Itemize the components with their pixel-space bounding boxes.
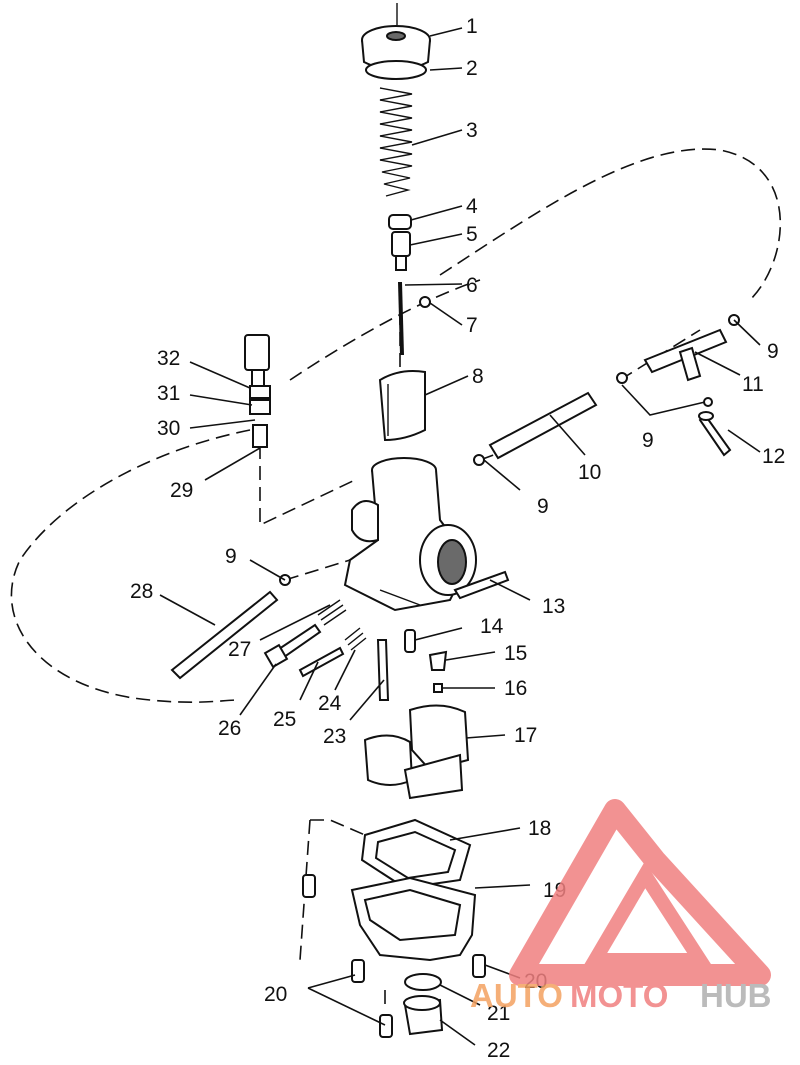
callout-26: 26 (218, 717, 241, 740)
callout-7: 7 (466, 314, 478, 337)
callout-10: 10 (578, 461, 601, 484)
part-15-main-jet (428, 650, 448, 671)
callout-18: 18 (528, 817, 551, 840)
callout-25: 25 (273, 708, 296, 731)
callout-31: 31 (157, 382, 180, 405)
callout-13: 13 (542, 595, 565, 618)
part-14-jet (404, 629, 416, 653)
part-6-jet-needle (398, 281, 404, 356)
part-12-vent-tube (698, 411, 732, 457)
callout-16: 16 (504, 677, 527, 700)
leader-lines (159, 27, 761, 1046)
part-20-screws (302, 874, 486, 1038)
callout-6: 6 (466, 274, 478, 297)
callout-24: 24 (318, 692, 342, 715)
part-24-spring (344, 627, 367, 651)
part-1-cap-top (361, 3, 431, 71)
callout-30: 30 (157, 417, 180, 440)
callout-20-left: 20 (264, 983, 287, 1006)
callout-8: 8 (472, 365, 484, 388)
watermark-word-hub: HUB (700, 977, 772, 1014)
callout-23: 23 (323, 725, 346, 748)
callout-4: 4 (466, 195, 478, 218)
callout-22: 22 (487, 1039, 510, 1060)
part-11-t-fitting (643, 328, 728, 382)
callout-14: 14 (480, 615, 504, 638)
callout-9-a: 9 (537, 495, 549, 518)
callout-11: 11 (742, 373, 764, 396)
part-27-spring (317, 599, 347, 626)
part-13-carb-body (343, 457, 510, 612)
part-18-gasket (360, 818, 472, 890)
callout-28: 28 (130, 580, 153, 603)
callout-12: 12 (762, 445, 785, 468)
part-3-spring (379, 87, 413, 197)
automotohub-watermark: AUTO MOTO HUB (470, 799, 772, 1014)
part-4-retainer (388, 214, 412, 230)
callout-15: 15 (504, 642, 527, 665)
part-22-drain-plug (403, 995, 444, 1036)
callout-17: 17 (514, 724, 537, 747)
part-17-float (363, 704, 470, 800)
callout-9-d: 9 (767, 340, 779, 363)
part-32-cable-end (244, 334, 270, 387)
part-23-needle-valve (376, 639, 390, 701)
watermark-word-auto: AUTO (470, 977, 563, 1014)
callout-27: 27 (228, 638, 251, 661)
callout-32: 32 (157, 347, 180, 370)
callout-2: 2 (466, 57, 478, 80)
part-7-clip (419, 296, 431, 308)
part-28-hose (170, 590, 279, 680)
part-25-pilot-screw (298, 646, 345, 678)
part-19-float-bowl (350, 876, 477, 962)
watermark-word-moto: MOTO (570, 977, 668, 1014)
part-30-31-nuts (249, 385, 271, 415)
callout-3: 3 (466, 119, 478, 142)
callout-9-c: 9 (642, 429, 654, 452)
part-5-needle-holder (391, 231, 411, 271)
part-10-hose (488, 391, 598, 460)
callout-5: 5 (466, 223, 478, 246)
watermark-triangle-mark (509, 799, 771, 986)
part-2-cap-ring (365, 60, 427, 80)
part-26-idle-screw (263, 623, 322, 669)
callout-numbers: 1 2 3 4 5 6 7 8 9 9 9 9 10 11 12 13 14 1… (130, 15, 785, 1062)
part-8-throttle-slide (378, 370, 426, 442)
part-29-cable-adjuster (252, 424, 268, 448)
callout-1: 1 (466, 15, 478, 38)
part-21-o-ring (404, 973, 442, 991)
part-16-small-part (433, 683, 443, 693)
callout-21: 21 (487, 1002, 510, 1025)
callout-29: 29 (170, 479, 193, 502)
callout-9-b: 9 (225, 545, 237, 568)
